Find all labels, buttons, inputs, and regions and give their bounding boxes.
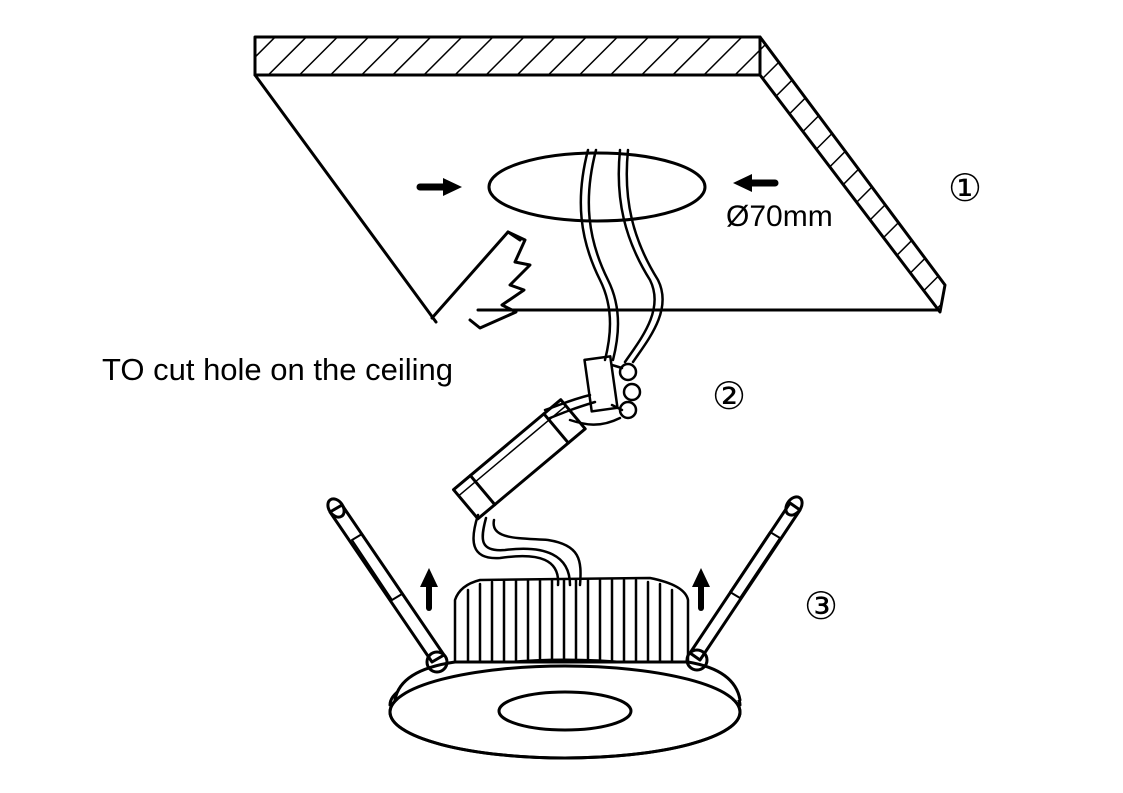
arrow-up-icon (692, 568, 710, 611)
ceiling-panel (253, 35, 947, 324)
step-1-marker: ① (948, 166, 983, 210)
terminal-block (583, 355, 642, 420)
downlight-trim (388, 658, 742, 760)
spring-clip-left (326, 497, 449, 674)
spring-clip-right (685, 495, 804, 672)
arrow-right-icon (416, 178, 462, 196)
step-3-marker: ③ (804, 584, 839, 628)
ceiling-hole (487, 151, 707, 223)
heatsink (453, 576, 690, 670)
arrow-up-icon (420, 568, 438, 611)
arrow-left-icon (733, 174, 779, 192)
hole-diameter-label: Ø70mm (726, 200, 833, 233)
led-driver (452, 398, 587, 521)
saw-icon (430, 230, 532, 330)
mains-wires (579, 148, 664, 364)
lens-opening (497, 690, 633, 732)
step-2-marker: ② (712, 374, 747, 418)
lamp-wires (472, 513, 582, 587)
instruction-label: TO cut hole on the ceiling (102, 352, 453, 387)
